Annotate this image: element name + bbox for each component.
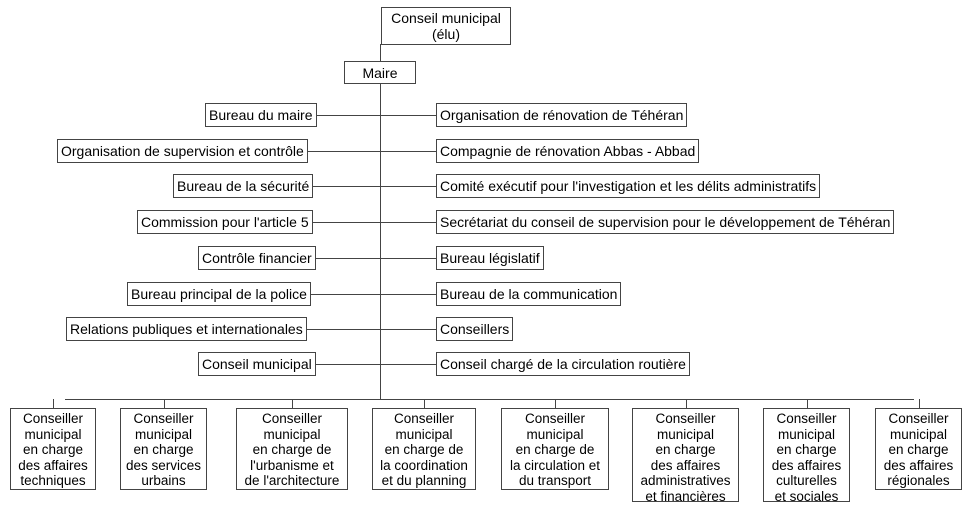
mayor-box: Maire bbox=[344, 61, 416, 84]
left-connector-line bbox=[313, 186, 380, 187]
connector-council-mayor bbox=[380, 44, 381, 62]
right-unit-box: Bureau législatif bbox=[436, 246, 544, 270]
right-connector-line bbox=[380, 186, 436, 187]
councillor-box: Conseiller municipal en charge des affai… bbox=[10, 408, 96, 490]
left-connector-line bbox=[308, 151, 380, 152]
right-unit-box: Organisation de rénovation de Téhéran bbox=[436, 103, 688, 127]
left-connector-line bbox=[313, 222, 380, 223]
left-unit-box: Commission pour l'article 5 bbox=[137, 210, 313, 234]
left-unit-box: Contrôle financier bbox=[198, 246, 316, 270]
bottom-drop-line bbox=[53, 399, 54, 408]
bottom-drop-line bbox=[164, 399, 165, 408]
left-connector-line bbox=[311, 294, 380, 295]
left-unit-box: Conseil municipal bbox=[198, 352, 316, 376]
left-unit-box: Bureau principal de la police bbox=[127, 282, 311, 306]
left-unit-box: Relations publiques et internationales bbox=[66, 317, 307, 341]
right-unit-box: Secrétariat du conseil de supervision po… bbox=[436, 210, 895, 234]
councillor-box: Conseiller municipal en charge des affai… bbox=[632, 408, 739, 504]
right-connector-line bbox=[380, 329, 436, 330]
left-unit-box: Bureau de la sécurité bbox=[173, 174, 314, 198]
left-connector-line bbox=[316, 364, 380, 365]
council-box: Conseil municipal (élu) bbox=[381, 7, 511, 45]
councillor-box: Conseiller municipal en charge des affai… bbox=[875, 408, 962, 490]
councillor-box: Conseiller municipal en charge des servi… bbox=[120, 408, 207, 490]
bottom-drop-line bbox=[424, 399, 425, 408]
right-connector-line bbox=[380, 151, 436, 152]
councillor-box: Conseiller municipal en charge de l'urba… bbox=[236, 408, 348, 490]
bottom-drop-line bbox=[686, 399, 687, 408]
right-unit-box: Bureau de la communication bbox=[436, 282, 622, 306]
councillor-box: Conseiller municipal en charge de la coo… bbox=[372, 408, 476, 490]
right-connector-line bbox=[380, 258, 436, 259]
councillor-box: Conseiller municipal en charge des affai… bbox=[763, 408, 850, 504]
bottom-drop-line bbox=[292, 399, 293, 408]
right-unit-box: Comité exécutif pour l'investigation et … bbox=[436, 174, 821, 198]
bottom-bus-line bbox=[65, 399, 914, 400]
right-connector-line bbox=[380, 294, 436, 295]
left-unit-box: Bureau du maire bbox=[205, 103, 317, 127]
left-connector-line bbox=[307, 329, 380, 330]
left-connector-line bbox=[316, 258, 380, 259]
bottom-drop-line bbox=[919, 399, 920, 408]
right-unit-box: Conseil chargé de la circulation routièr… bbox=[436, 352, 690, 376]
right-unit-box: Compagnie de rénovation Abbas - Abbad bbox=[436, 139, 700, 163]
right-connector-line bbox=[380, 222, 436, 223]
left-connector-line bbox=[317, 115, 380, 116]
spine-line bbox=[380, 83, 381, 399]
bottom-drop-line bbox=[807, 399, 808, 408]
left-unit-box: Organisation de supervision et contrôle bbox=[57, 139, 308, 163]
right-unit-box: Conseillers bbox=[436, 317, 514, 341]
bottom-drop-line bbox=[555, 399, 556, 408]
right-connector-line bbox=[380, 115, 436, 116]
right-connector-line bbox=[380, 364, 436, 365]
councillor-box: Conseiller municipal en charge de la cir… bbox=[501, 408, 609, 490]
